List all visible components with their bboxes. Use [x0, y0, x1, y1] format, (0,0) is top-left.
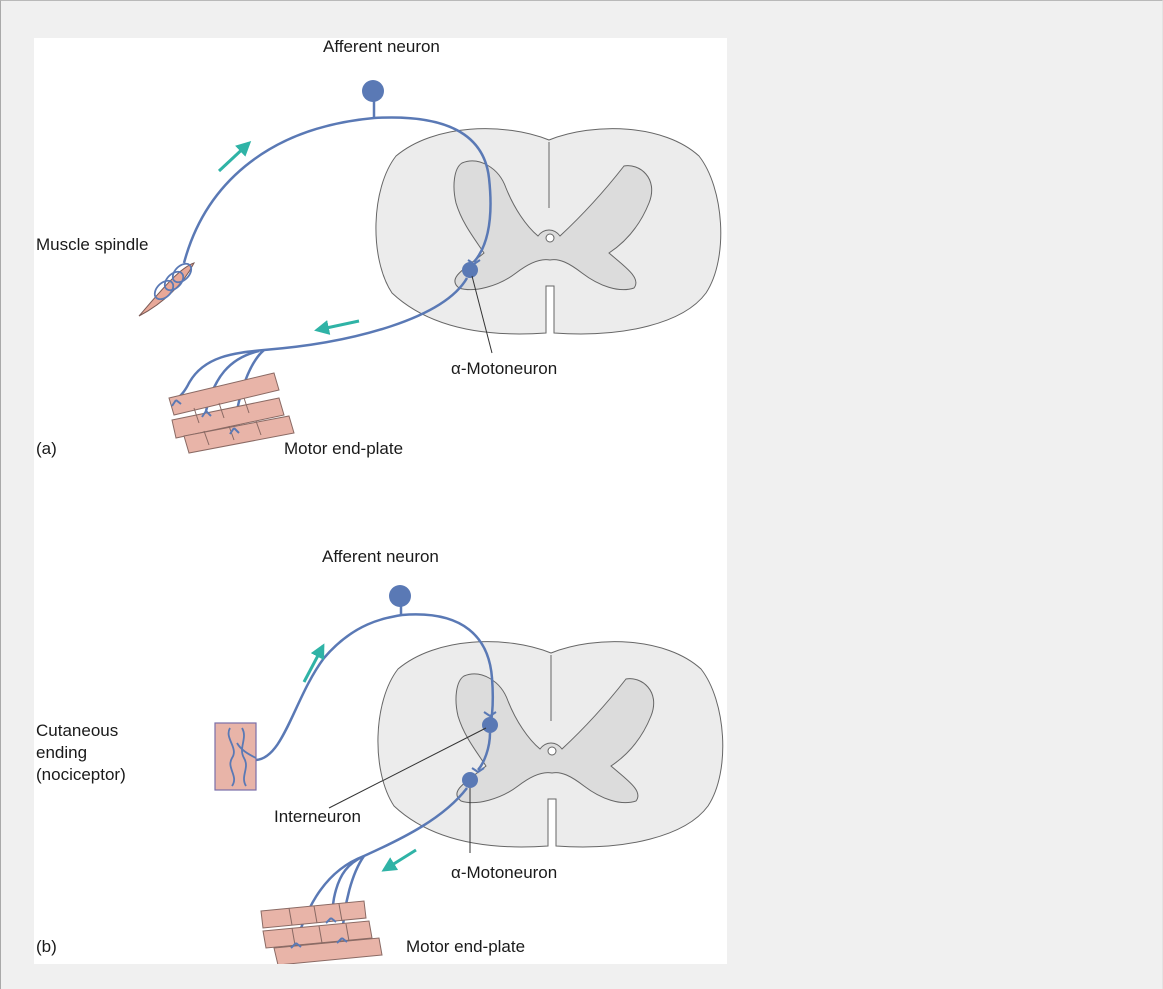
muscle-spindle: [139, 260, 195, 316]
cutaneous-label-line-2: ending: [36, 743, 87, 762]
cutaneous-ending-label: Cutaneous ending (nociceptor): [36, 721, 126, 784]
muscle-spindle-label: Muscle spindle: [36, 235, 148, 254]
panel-a: Afferent neuron Muscle spindle α-Motoneu…: [36, 38, 721, 458]
efferent-direction-arrow-a: [317, 321, 359, 330]
central-canal-b: [548, 747, 556, 755]
central-canal-a: [546, 234, 554, 242]
muscle-fibres-b: [261, 901, 382, 964]
afferent-neuron-label-a: Afferent neuron: [323, 38, 440, 56]
motor-end-plate-label-a: Motor end-plate: [284, 439, 403, 458]
alpha-motoneuron-body-a: [462, 262, 478, 278]
alpha-motoneuron-body-b: [462, 772, 478, 788]
panel-b: Afferent neuron Cutaneous ending (nocice…: [36, 547, 723, 964]
afferent-neuron-label-b: Afferent neuron: [322, 547, 439, 566]
panel-label-b: (b): [36, 937, 57, 956]
reflex-arc-diagram: Afferent neuron Muscle spindle α-Motoneu…: [34, 38, 727, 964]
spinal-cord-section-b: [378, 642, 723, 847]
cutaneous-label-line-1: Cutaneous: [36, 721, 118, 740]
cutaneous-label-line-3: (nociceptor): [36, 765, 126, 784]
interneuron-label: Interneuron: [274, 807, 361, 826]
alpha-motoneuron-label-b: α-Motoneuron: [451, 863, 557, 882]
afferent-cell-body-a: [362, 80, 384, 102]
spinal-cord-section-a: [376, 129, 721, 334]
interneuron-body: [482, 717, 498, 733]
alpha-motoneuron-label-a: α-Motoneuron: [451, 359, 557, 378]
motor-end-plate-label-b: Motor end-plate: [406, 937, 525, 956]
panel-label-a: (a): [36, 439, 57, 458]
cutaneous-ending: [215, 723, 256, 790]
efferent-direction-arrow-b: [384, 850, 416, 870]
reflex-arc-figure: Afferent neuron Muscle spindle α-Motoneu…: [34, 38, 727, 964]
afferent-cell-body-b: [389, 585, 411, 607]
